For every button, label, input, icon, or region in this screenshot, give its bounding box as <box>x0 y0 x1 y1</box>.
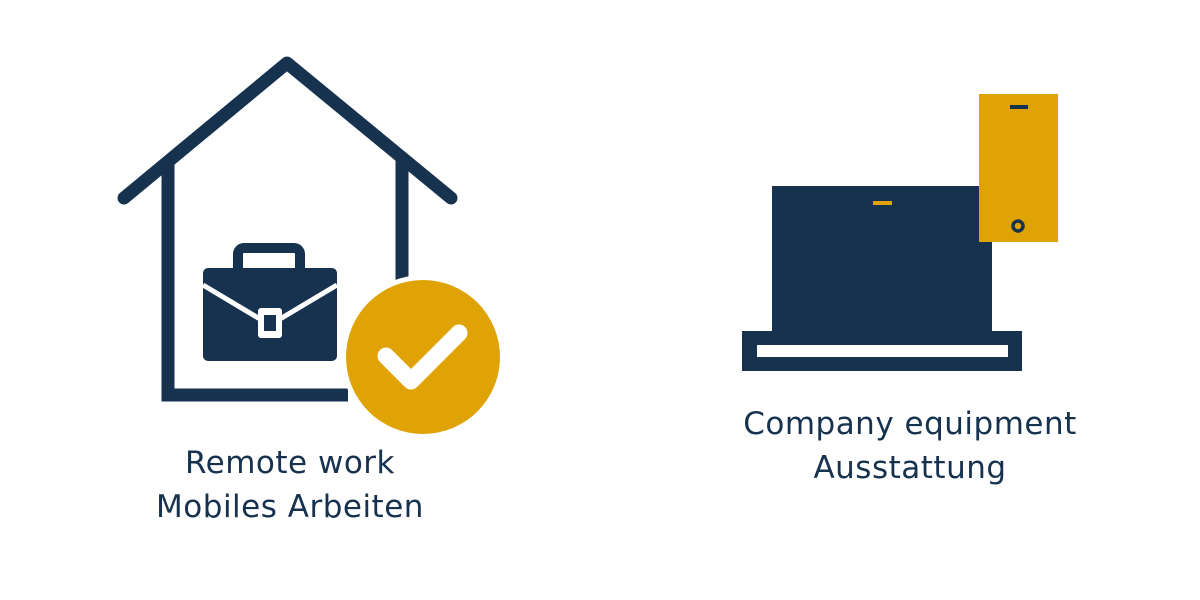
company-equipment-subtitle: Ausstattung <box>813 450 1007 486</box>
remote-work-label: Remote work Mobiles Arbeiten <box>90 441 490 529</box>
company-equipment-label: Company equipment Ausstattung <box>705 402 1115 490</box>
briefcase-icon <box>201 243 339 361</box>
remote-work-subtitle: Mobiles Arbeiten <box>156 489 424 525</box>
company-equipment-title: Company equipment <box>743 406 1077 442</box>
phone-icon <box>979 94 1058 242</box>
checkmark-badge-icon <box>341 275 505 439</box>
remote-work-title: Remote work <box>185 445 395 481</box>
laptop-icon <box>742 186 1022 371</box>
home-office-icon <box>117 56 458 402</box>
